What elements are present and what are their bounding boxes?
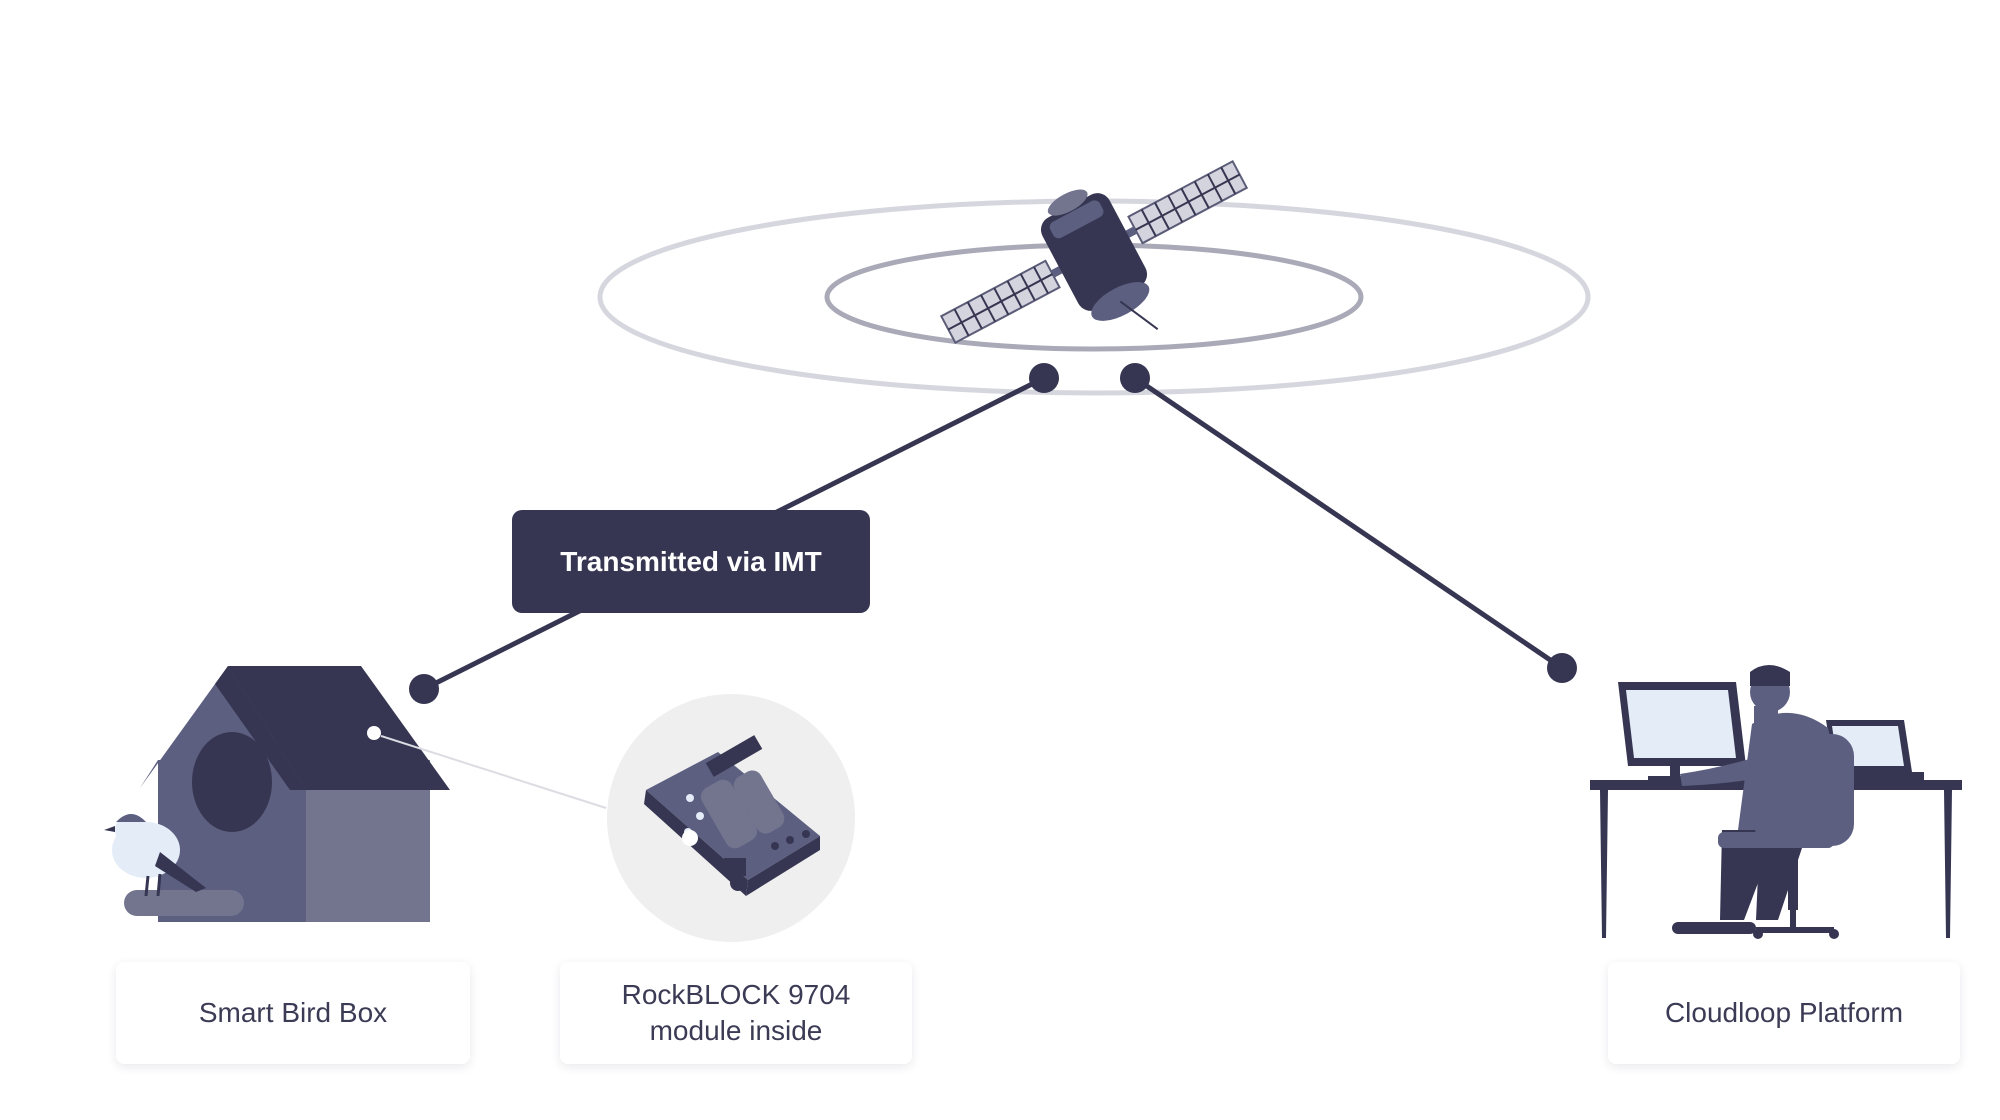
module-label-line1: RockBLOCK 9704 [621,979,851,1010]
endpoint-dot [1120,363,1150,393]
transmission-label: Transmitted via IMT [512,510,870,613]
endpoint-dot [1029,363,1059,393]
endpoint-dot [409,674,439,704]
bird-icon [104,814,206,897]
platform-card: Cloudloop Platform [1608,962,1960,1064]
satellite-icon [939,159,1249,345]
bird-box-card: Smart Bird Box [116,962,470,1064]
endpoint-dot [1547,653,1577,683]
module-pointer-line [380,735,607,809]
circuit-module-icon [644,735,820,896]
module-card: RockBLOCK 9704 module inside [560,962,912,1064]
platform-label: Cloudloop Platform [1664,997,1904,1028]
bird-box-label: Smart Bird Box [198,997,388,1028]
person-at-desk-icon [1590,665,1962,939]
bird-box-icon [124,666,450,922]
downlink-line [1133,375,1564,671]
module-label-line2: module inside [649,1015,823,1046]
